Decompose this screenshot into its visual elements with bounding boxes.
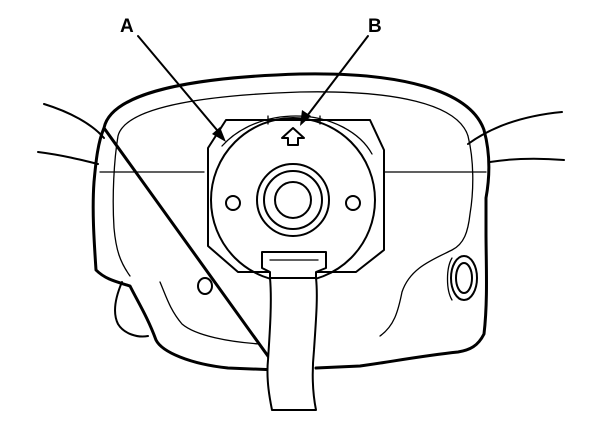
callout-a: A: [120, 16, 226, 142]
callout-b: B: [300, 16, 382, 126]
mount-hole-left: [225, 195, 241, 211]
small-hole-left: [197, 277, 213, 295]
callout-b-label: B: [368, 16, 382, 37]
reel-ticks: [267, 115, 321, 125]
left-lower-lobe: [114, 281, 149, 338]
cable-reel-housing: [207, 119, 385, 273]
callout-a-label: A: [120, 16, 134, 37]
mount-hole-right: [345, 195, 361, 211]
inner-hub-outline: [112, 91, 474, 345]
left-spoke: [37, 103, 105, 165]
right-oval-feature: [446, 255, 478, 301]
steering-hub-outline: [91, 72, 491, 372]
cable-reel-rim: [221, 115, 373, 155]
right-spoke: [467, 111, 565, 163]
center-boss: [256, 163, 330, 237]
harness-cable: [261, 251, 327, 411]
alignment-arrow-mark: [281, 127, 305, 146]
